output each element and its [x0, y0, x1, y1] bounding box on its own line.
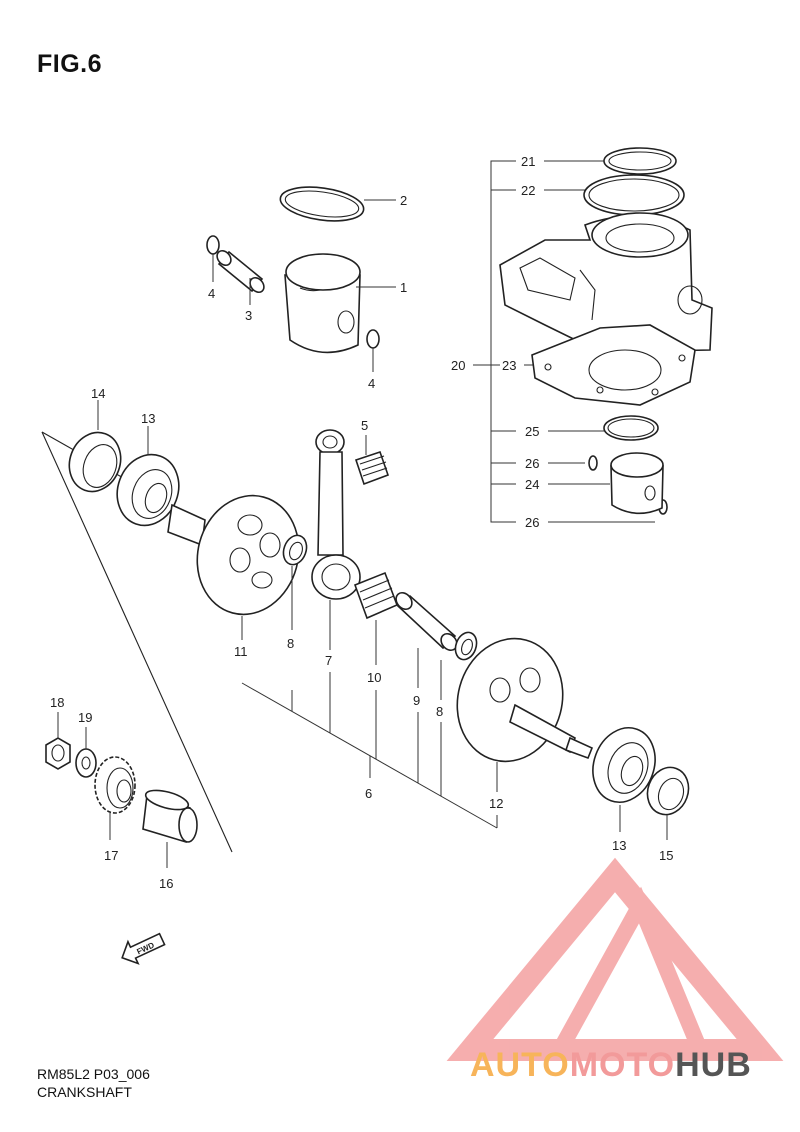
callout-4b: 4 [368, 376, 375, 391]
group-bracket-20 [490, 160, 516, 523]
callout-25: 25 [525, 424, 539, 439]
callout-1: 1 [400, 280, 407, 295]
crank-half-12-part [456, 637, 594, 763]
washer-8-right-part [454, 631, 478, 661]
wordmark-hub: HUB [675, 1046, 752, 1084]
callout-14: 14 [91, 386, 105, 401]
assembly-bracket-6 [241, 682, 498, 829]
callout-8b: 8 [436, 704, 443, 719]
connecting-rod-part [311, 429, 361, 600]
watermark-logo-icon [446, 857, 784, 1061]
callout-23: 23 [502, 358, 516, 373]
callout-20: 20 [451, 358, 465, 373]
washer-19-part [75, 748, 97, 778]
callout-16: 16 [159, 876, 173, 891]
o-ring-22-part [583, 174, 685, 216]
cylinder-gasket-part [531, 324, 696, 406]
callout-9: 9 [413, 693, 420, 708]
callout-4a: 4 [208, 286, 215, 301]
piston-24-part [610, 452, 664, 515]
assembly-boundary-line [41, 431, 233, 853]
needle-bearing-10-part [353, 571, 399, 620]
oil-seal-14-part [68, 431, 122, 493]
primary-gear-17-part [94, 756, 136, 814]
callout-18: 18 [50, 695, 64, 710]
bearing-13-left-part [116, 453, 180, 527]
circlip-left-part [206, 235, 220, 255]
callout-15: 15 [659, 848, 673, 863]
callout-5: 5 [361, 418, 368, 433]
crank-half-11-part [167, 494, 300, 616]
watermark-wordmark: AUTOMOTOHUB [470, 1046, 752, 1085]
oil-seal-15-part [646, 766, 690, 816]
fwd-arrow-icon: FWD [121, 932, 166, 965]
needle-bearing-5-part [354, 450, 390, 486]
callout-8a: 8 [287, 636, 294, 651]
callout-7: 7 [325, 653, 332, 668]
piston-ring-part [279, 186, 365, 222]
footer-diagram-name: CRANKSHAFT [37, 1084, 132, 1100]
cylinder-part [499, 212, 713, 353]
piston-pin-part [216, 249, 265, 294]
circlip-26-part [588, 455, 598, 471]
callout-10: 10 [367, 670, 381, 685]
callout-24: 24 [525, 477, 539, 492]
callout-3: 3 [245, 308, 252, 323]
callout-6: 6 [365, 786, 372, 801]
piston-part [284, 253, 361, 354]
washer-8-left-part [282, 534, 308, 566]
nut-18-part [45, 737, 71, 770]
spacer-16-part [142, 789, 198, 844]
circlip-right-part [366, 329, 380, 349]
callout-26a: 26 [525, 456, 539, 471]
wordmark-auto: AUTO [470, 1046, 570, 1084]
callout-22: 22 [521, 183, 535, 198]
figure-title: FIG.6 [37, 50, 103, 78]
callout-11: 11 [234, 644, 248, 659]
footer-diagram-code: RM85L2 P03_006 [37, 1066, 150, 1082]
callout-13b: 13 [612, 838, 626, 853]
bearing-13-right-part [592, 727, 656, 803]
o-ring-21-part [603, 147, 677, 175]
callout-12: 12 [489, 796, 503, 811]
wordmark-moto: MOTO [569, 1046, 676, 1084]
piston-ring-25-part [603, 415, 659, 441]
callout-2: 2 [400, 193, 407, 208]
callout-21: 21 [521, 154, 535, 169]
callout-26b: 26 [525, 515, 539, 530]
callout-13a: 13 [141, 411, 155, 426]
callout-17: 17 [104, 848, 118, 863]
callout-19: 19 [78, 710, 92, 725]
crank-pin-part [395, 591, 458, 652]
